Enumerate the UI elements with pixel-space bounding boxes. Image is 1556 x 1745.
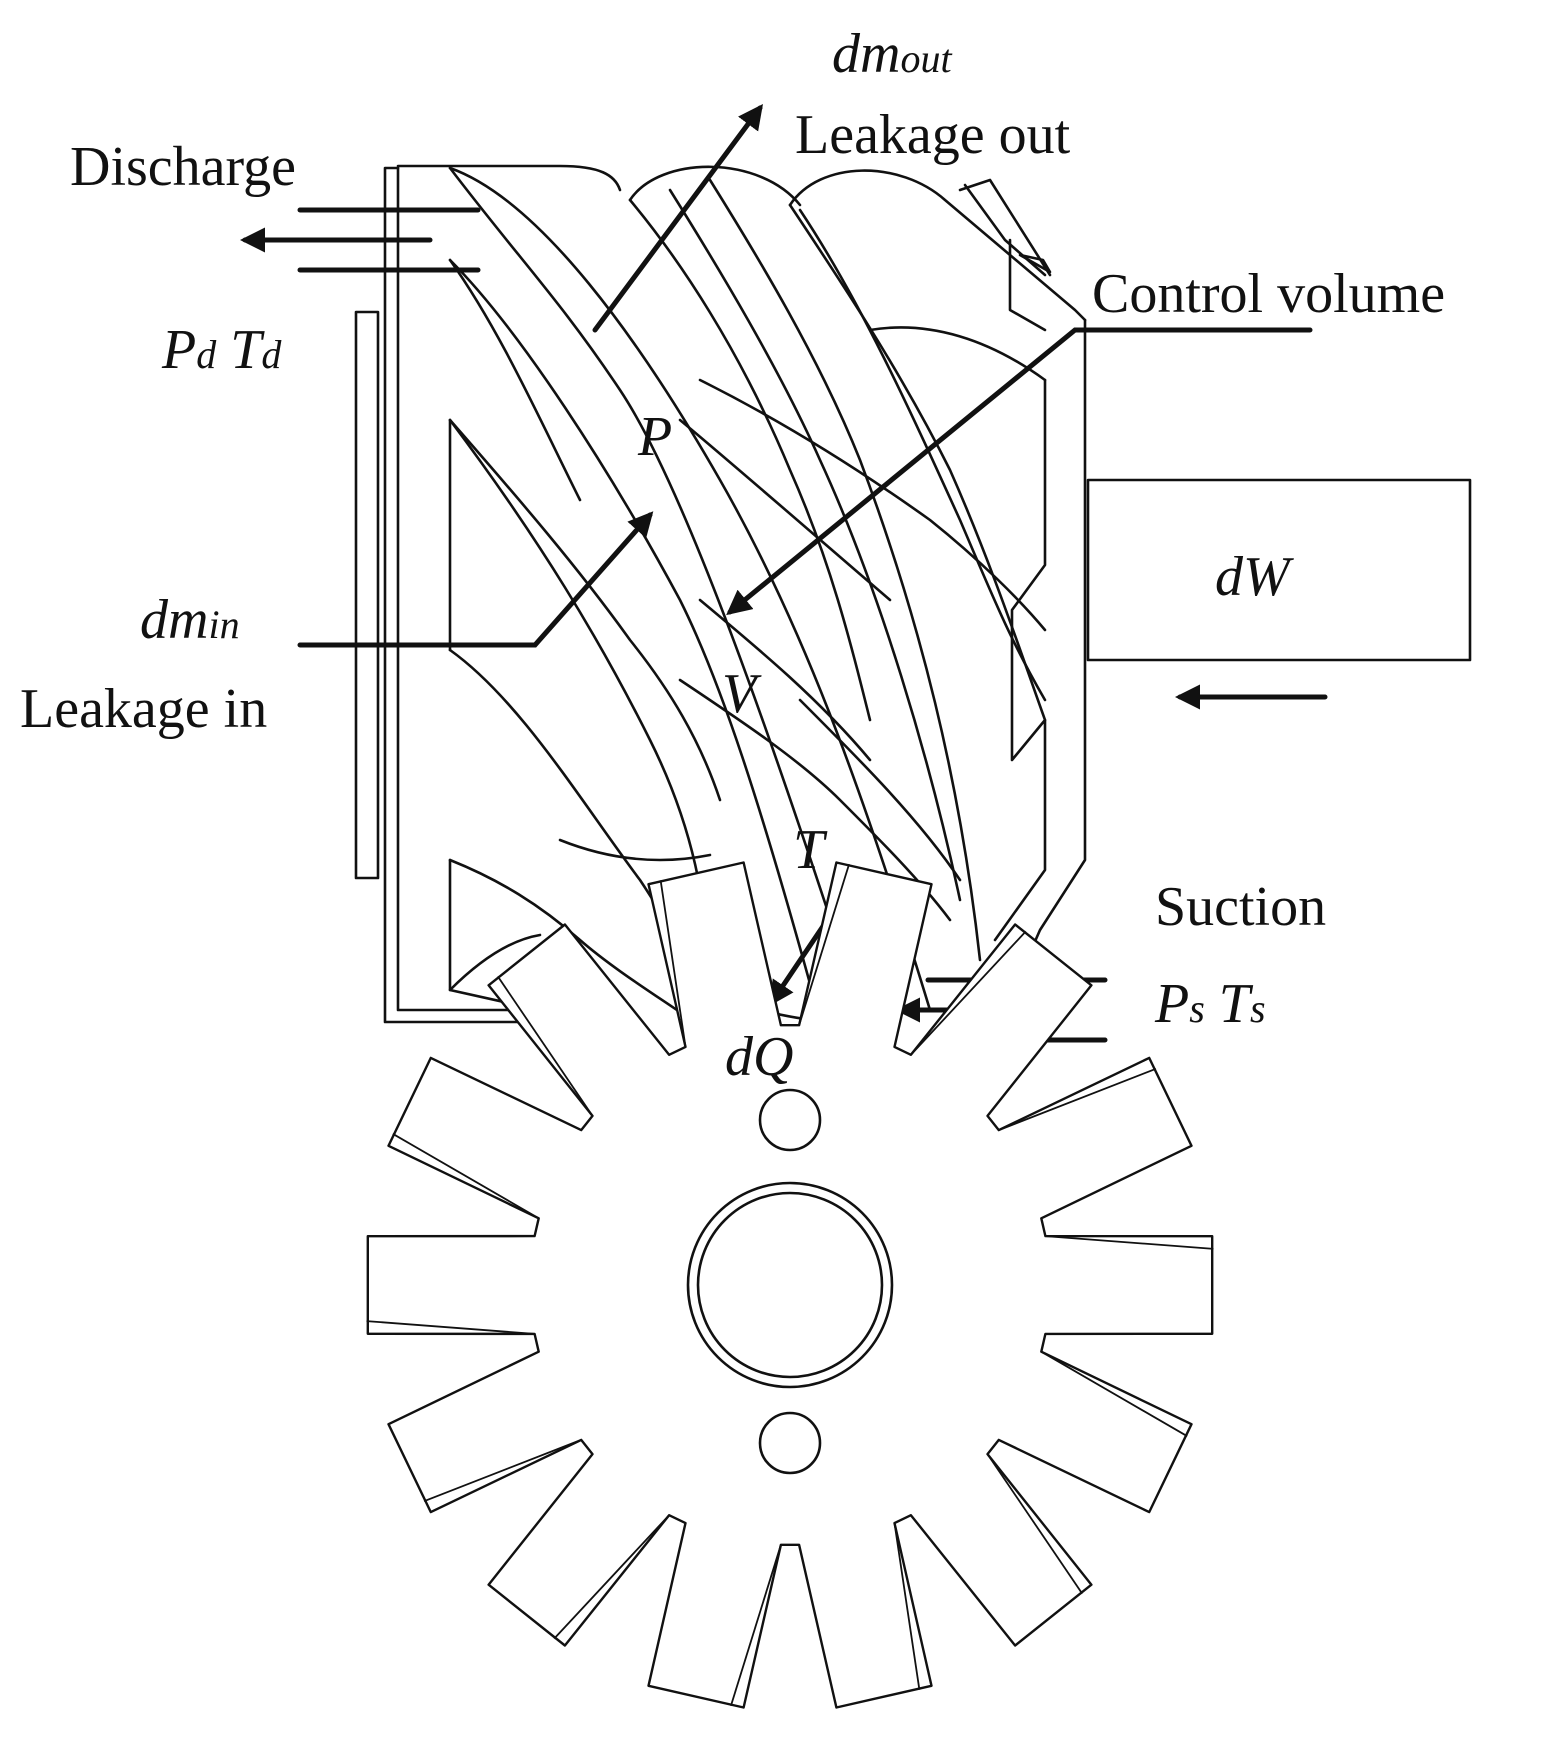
gate-tooth-flank bbox=[730, 1544, 782, 1707]
male-rotor-lobes bbox=[448, 166, 932, 1040]
dm-out-label: dmout bbox=[832, 23, 952, 85]
control-volume-label: Control volume bbox=[1092, 263, 1445, 325]
lower-hole bbox=[758, 1411, 822, 1475]
upper-hole bbox=[758, 1088, 822, 1152]
temperature-label: T bbox=[793, 819, 828, 881]
gate-tooth-flank bbox=[366, 1320, 535, 1335]
leakage-out-arrow bbox=[592, 103, 763, 333]
control-volume-arrow bbox=[726, 327, 1313, 616]
gate-tooth-flank bbox=[423, 1439, 582, 1503]
hub-outer-ring bbox=[686, 1181, 894, 1389]
gate-tooth-flank bbox=[1040, 1350, 1188, 1437]
work-input-box bbox=[1086, 478, 1472, 662]
heat-label: dQ bbox=[725, 1026, 793, 1088]
gate-rotor bbox=[366, 861, 1214, 1709]
gate-tooth-flank bbox=[1045, 1235, 1214, 1250]
suction-label: Suction bbox=[1155, 876, 1326, 938]
gate-rotor-outline bbox=[366, 861, 1214, 1709]
dm-in-label: dmin bbox=[140, 589, 240, 651]
gate-tooth-flank bbox=[998, 1067, 1157, 1131]
work-label: dW bbox=[1215, 546, 1294, 608]
gate-tooth-flank bbox=[659, 880, 687, 1048]
discharge-flow-lines bbox=[240, 207, 481, 273]
hub-inner-ring bbox=[696, 1191, 884, 1379]
gate-tooth-flank bbox=[497, 975, 594, 1117]
volume-label: V bbox=[722, 663, 762, 725]
leakage-in-arrow bbox=[297, 511, 654, 648]
leakage-in-label: Leakage in bbox=[20, 678, 267, 740]
gate-tooth-flank bbox=[986, 1453, 1083, 1595]
gate-tooth-flank bbox=[893, 1522, 921, 1690]
pressure-label: P bbox=[637, 406, 672, 468]
gate-tooth-flank bbox=[910, 930, 1027, 1056]
gate-tooth-flank bbox=[553, 1514, 670, 1640]
discharge-label: Discharge bbox=[70, 136, 296, 198]
left-side-plate bbox=[354, 310, 380, 880]
gate-tooth-flank bbox=[392, 1133, 540, 1220]
gate-tooth-flank bbox=[798, 863, 850, 1026]
leakage-out-label: Leakage out bbox=[795, 104, 1071, 166]
